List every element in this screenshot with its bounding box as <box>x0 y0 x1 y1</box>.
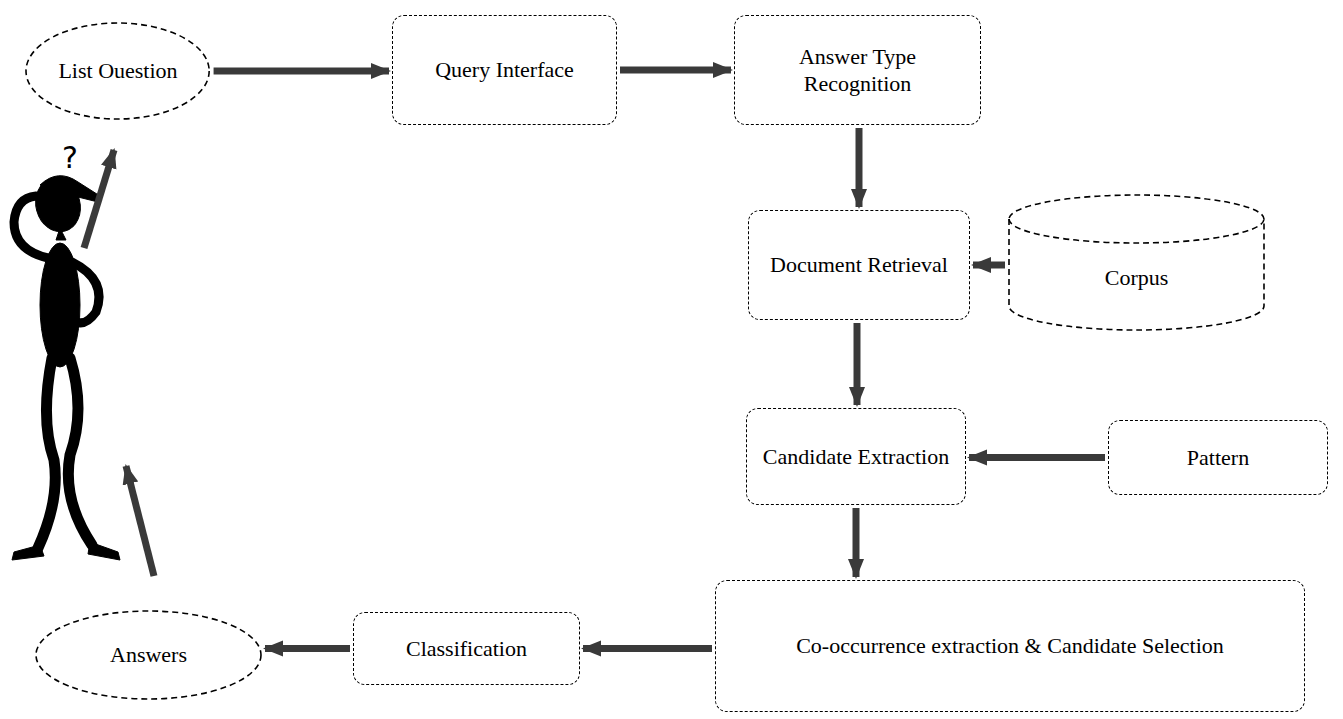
flow-arrow <box>973 262 1005 269</box>
node-text: Answer Type Recognition <box>735 43 980 98</box>
flow-arrow <box>853 508 860 577</box>
process-box: Answer Type Recognition <box>734 15 981 125</box>
flow-arrow <box>265 645 350 652</box>
question-mark: ? <box>62 140 78 175</box>
flow-arrow <box>214 68 389 75</box>
receive-arrow <box>126 466 154 576</box>
process-box: Candidate Extraction <box>746 408 966 505</box>
ask-arrow <box>84 150 114 248</box>
node-text: Corpus <box>1097 264 1177 292</box>
process-box: Classification <box>353 612 580 685</box>
node-text: Candidate Extraction <box>755 443 957 471</box>
node-text: List Ouestion <box>50 57 185 85</box>
flow-arrow <box>969 454 1105 461</box>
question-ellipse: List Ouestion <box>25 22 210 120</box>
node-text: Query Interface <box>427 56 582 84</box>
node-text: Answers <box>102 641 195 669</box>
process-box: Co-occurrence extraction & Candidate Sel… <box>715 580 1305 712</box>
flow-arrow <box>583 645 712 652</box>
answer-ellipse: Answers <box>35 610 262 700</box>
node-text: Pattern <box>1179 444 1257 472</box>
thinking-person <box>12 173 120 560</box>
flow-arrow <box>854 323 861 405</box>
process-box: Query Interface <box>392 15 617 125</box>
node-text: Document Retrieval <box>762 251 956 279</box>
pattern-box: Pattern <box>1108 420 1328 495</box>
node-text: Classification <box>398 635 535 663</box>
process-box: Document Retrieval <box>748 210 970 320</box>
person-arrows <box>84 150 154 576</box>
cylinder-outline <box>1008 195 1265 330</box>
flow-arrow <box>620 67 731 74</box>
corpus-cylinder: Corpus <box>1008 195 1265 330</box>
node-text: Co-occurrence extraction & Candidate Sel… <box>788 632 1232 660</box>
flow-arrow <box>856 128 863 207</box>
